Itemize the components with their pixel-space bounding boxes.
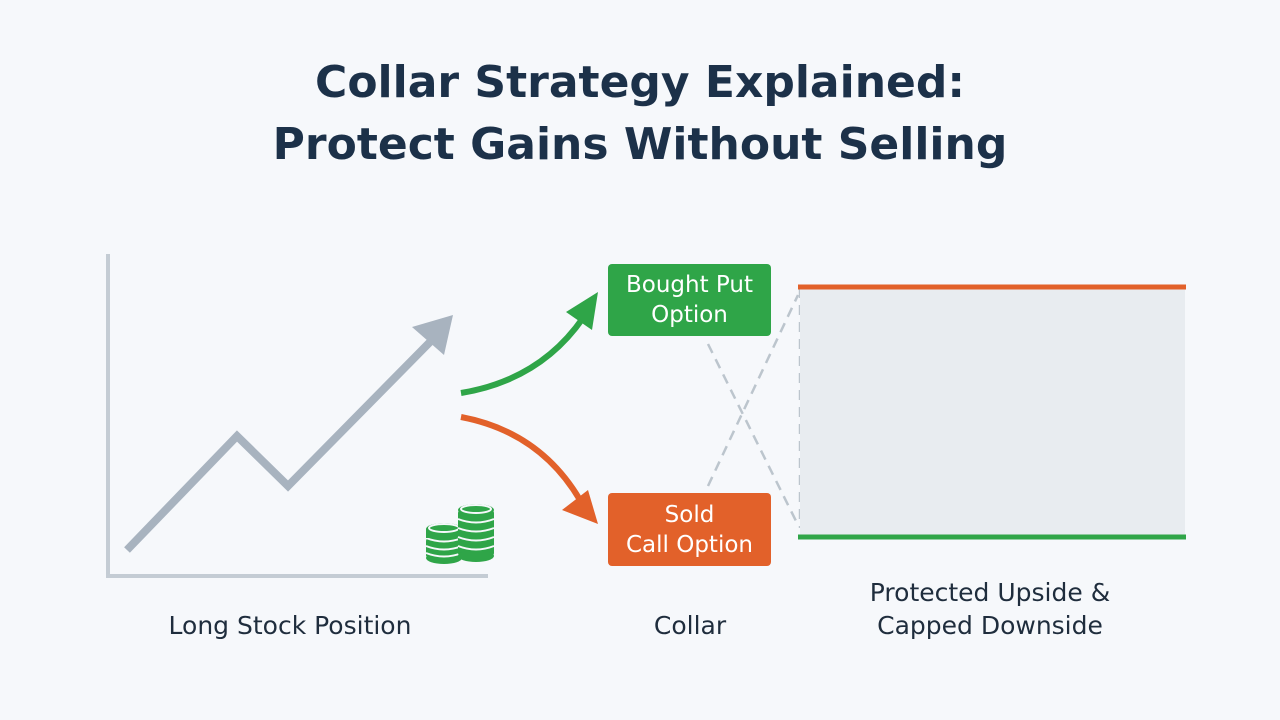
put-arrowhead	[566, 292, 598, 330]
call-flow-arrow	[460, 414, 583, 502]
stock-price-line	[124, 339, 433, 553]
title-line-1: Collar Strategy Explained:	[315, 57, 965, 108]
title-line-2: Protect Gains Without Selling	[272, 119, 1008, 170]
coin-stack-icon	[425, 504, 495, 564]
call-arrowhead	[562, 490, 598, 524]
stock-chart	[106, 254, 495, 578]
bought-put-option-box: Bought Put Option	[608, 264, 771, 336]
call-label-line-2: Call Option	[625, 531, 753, 558]
long-stock-caption: Long Stock Position	[168, 611, 412, 640]
sold-call-option-box: Sold Call Option	[608, 493, 771, 566]
payoff-band	[798, 284, 1186, 540]
outcome-line-1: Protected Upside &	[869, 578, 1111, 607]
outcome-caption: Protected Upside & Capped Downside	[830, 576, 1150, 642]
flow-arrows	[460, 292, 598, 524]
put-label-line-2: Option	[651, 302, 728, 328]
collar-caption: Collar	[653, 611, 727, 640]
call-label-line-1: Sold	[664, 501, 715, 528]
outcome-line-2: Capped Downside	[877, 611, 1103, 640]
page-title: Collar Strategy Explained: Protect Gains…	[0, 52, 1280, 176]
stock-arrowhead	[412, 315, 453, 355]
put-flow-arrow	[460, 316, 586, 396]
protected-range	[800, 287, 1185, 537]
put-label-line-1: Bought Put	[626, 272, 753, 298]
